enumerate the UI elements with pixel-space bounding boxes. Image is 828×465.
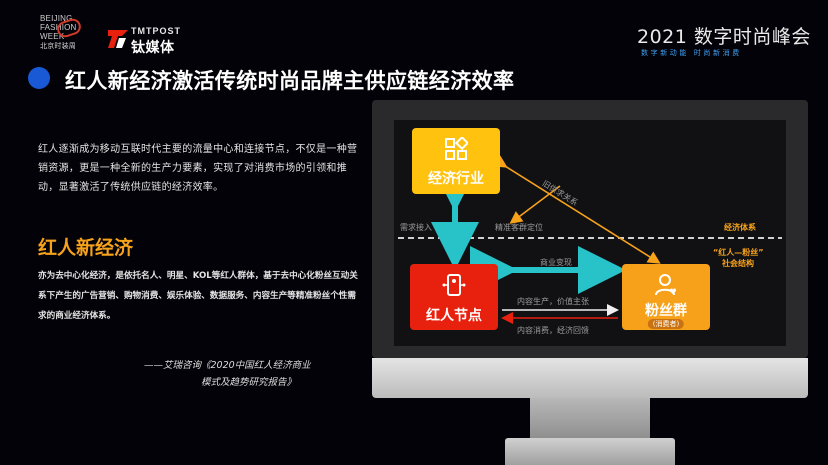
bfw-line: WEEK [40,32,65,41]
citation-line-2: 模式及趋势研究报告》 [201,377,297,388]
social-structure-label: 社会结构 [722,259,754,268]
phone-share-icon [442,274,466,296]
monitor-chin [372,358,808,398]
precise-positioning-label: 精准客群定位 [495,223,543,232]
economy-box-label: 经济行业 [428,171,484,187]
grid-shapes-icon [445,137,468,160]
definition-paragraph: 亦为去中心化经济，是依托名人、明星、KOL等红人群体，基于去中心化粉丝互动关系下… [38,271,358,321]
kol-node-box: 红人节点 [410,264,498,330]
old-supply-arrow [493,155,661,264]
intro-paragraph: 红人逐渐成为移动互联时代主要的流量中心和连接节点，不仅是一种营销资源，更是一种全… [38,144,358,193]
economy-box: 经济行业 [412,128,500,194]
monitor-base [505,438,675,465]
demand-access-label: 需求接入 [400,223,432,232]
fans-group-label: 粉丝群 [645,303,687,319]
bfw-line: FASHION [40,23,77,32]
monitor-neck [530,398,650,438]
economic-system-label: 经济体系 [724,223,756,232]
summit-subtitle: 数字新动能 时尚新消费 [641,49,742,57]
content-production-label: 内容生产，价值主张 [517,297,589,306]
summit-title: 2021 数字时尚峰会 [637,26,811,48]
monetization-label: 商业变现 [540,258,572,267]
kol-fans-label: “红人—粉丝” [713,248,764,257]
bfw-cn: 北京时装周 [40,43,76,50]
fans-group-box: 粉丝群 (消费者) [622,264,710,330]
positioning-arrow [509,185,561,224]
kol-node-label: 红人节点 [426,308,482,324]
tmtpost-wordmark: TMTPOST [131,26,181,36]
tmtpost-cn-name: 钛媒体 [131,40,175,56]
fan-user-heart-icon [655,274,676,296]
title-bullet-icon [28,67,50,89]
bfw-logo: BEIJING FASHION WEEK 北京时装周 [40,14,98,51]
section-subtitle: 红人新经济 [38,237,134,259]
citation-line-1: ——艾瑞咨询《2020中国红人经济商业 [144,360,311,371]
content-consumption-label: 内容消费，经济回馈 [517,326,589,335]
consumer-tag: (消费者) [647,319,685,329]
tmtpost-logo-icon [108,30,128,48]
page-title: 红人新经济激活传统时尚品牌主供应链经济效率 [65,69,515,93]
bfw-line: BEIJING [40,14,73,23]
